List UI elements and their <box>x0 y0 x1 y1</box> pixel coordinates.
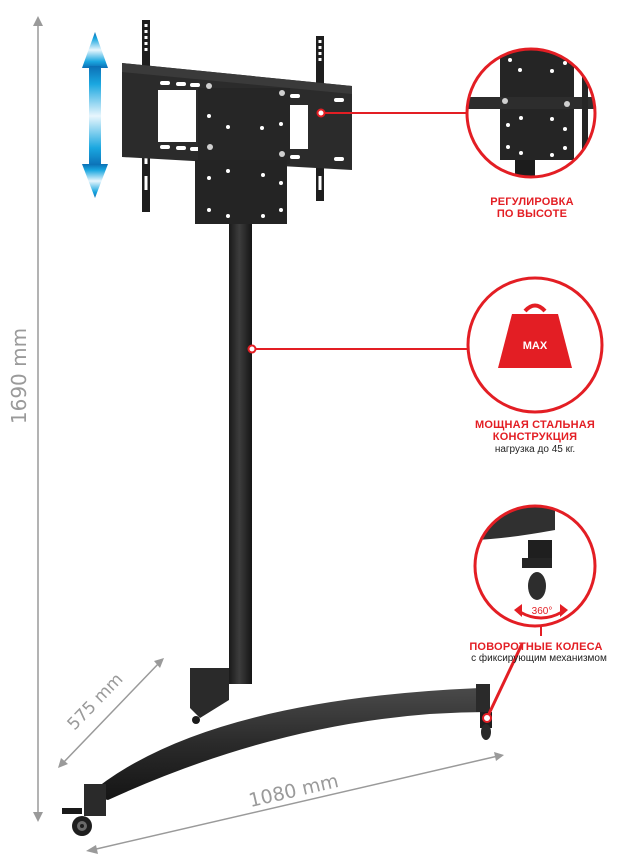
callout-steel-construction-subtitle: нагрузка до 45 кг. <box>494 444 576 455</box>
height-dimension-label: 1690 mm <box>7 327 31 425</box>
stand-pole <box>229 224 252 684</box>
stand-base <box>62 668 492 836</box>
callout-swivel-wheels-title: ПОВОРОТНЫЕ КОЛЕСА <box>469 641 603 653</box>
rotation-360-label: 360° <box>531 606 553 617</box>
height-adjust-arrow-icon <box>82 32 108 198</box>
rotation-360-icon <box>514 604 568 620</box>
title-line-2: ПО ВЫСОТЕ <box>496 208 568 220</box>
callout-steel-construction-title: МОЩНАЯ СТАЛЬНАЯ КОНСТРУКЦИЯ <box>452 419 618 443</box>
callout-height-adjust-graphic <box>316 47 597 179</box>
depth-dimension-line <box>58 658 164 768</box>
callout-steel-construction-graphic <box>247 276 604 414</box>
callout-height-adjust-title: РЕГУЛИРОВКА ПО ВЫСОТЕ <box>460 196 604 220</box>
max-badge-label: MAX <box>522 340 548 352</box>
title-line-1: РЕГУЛИРОВКА <box>490 196 574 208</box>
width-dimension-line <box>86 752 504 854</box>
height-dimension-line <box>33 16 43 822</box>
title-line-1: МОЩНАЯ СТАЛЬНАЯ <box>475 419 595 431</box>
callout-swivel-wheels-subtitle: с фиксирующим механизмом <box>471 653 607 664</box>
vesa-bracket <box>122 20 352 224</box>
title-line-2: КОНСТРУКЦИЯ <box>492 431 578 443</box>
weight-max-icon <box>498 303 572 368</box>
